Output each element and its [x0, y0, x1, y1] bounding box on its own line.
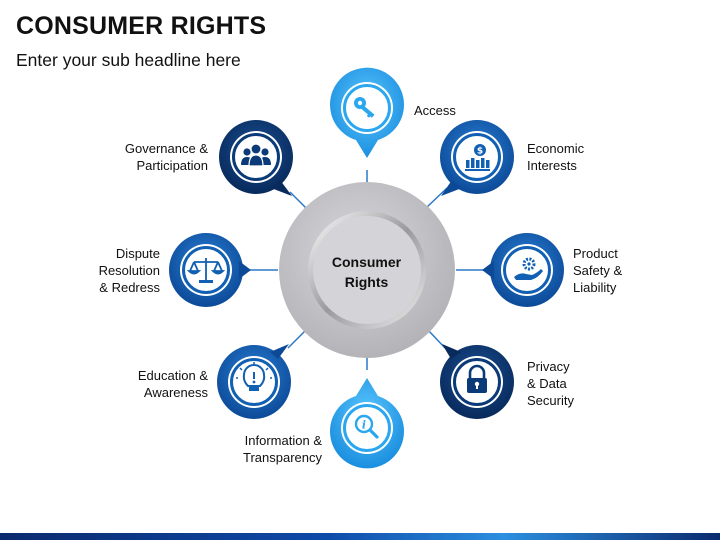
- lock-icon: [467, 364, 487, 393]
- center-hub: [279, 182, 455, 358]
- node-product-safety: [482, 233, 564, 307]
- node-information: i: [329, 378, 404, 469]
- lightbulb-icon: [236, 362, 272, 391]
- connector-privacy: [427, 329, 446, 349]
- connector-governance: [289, 191, 307, 209]
- connector-education: [287, 329, 307, 349]
- label-privacy: Privacy & Data Security: [527, 359, 574, 408]
- economy-icon: $: [465, 144, 490, 171]
- label-education: Education & Awareness: [137, 368, 208, 400]
- label-product-safety: Product Safety & Liability: [573, 246, 623, 295]
- svg-text:$: $: [477, 147, 483, 157]
- node-privacy: [440, 344, 514, 419]
- people-icon: [241, 144, 271, 167]
- label-governance: Governance & Participation: [124, 141, 208, 173]
- svg-text:i: i: [362, 419, 366, 432]
- page-subtitle: Enter your sub headline here: [16, 50, 241, 70]
- label-access: Access: [414, 103, 456, 118]
- bottom-accent-bar: [0, 533, 720, 540]
- scales-icon: [186, 258, 226, 283]
- center-label: Consumer Rights: [331, 254, 402, 290]
- node-dispute: [169, 233, 251, 307]
- node-economic: $: [440, 120, 514, 196]
- key-icon: [354, 97, 375, 118]
- hand-gear-icon: [514, 257, 543, 280]
- node-governance: [219, 120, 293, 196]
- node-access: [329, 67, 404, 158]
- info-search-icon: i: [354, 414, 379, 439]
- connector-economic: [425, 187, 448, 209]
- label-economic-interests: Economic Interests: [527, 141, 585, 173]
- page-title: CONSUMER RIGHTS: [16, 12, 267, 40]
- label-dispute: Dispute Resolution & Redress: [98, 246, 160, 295]
- label-information: Information & Transparency: [243, 433, 322, 465]
- node-education: [217, 344, 291, 419]
